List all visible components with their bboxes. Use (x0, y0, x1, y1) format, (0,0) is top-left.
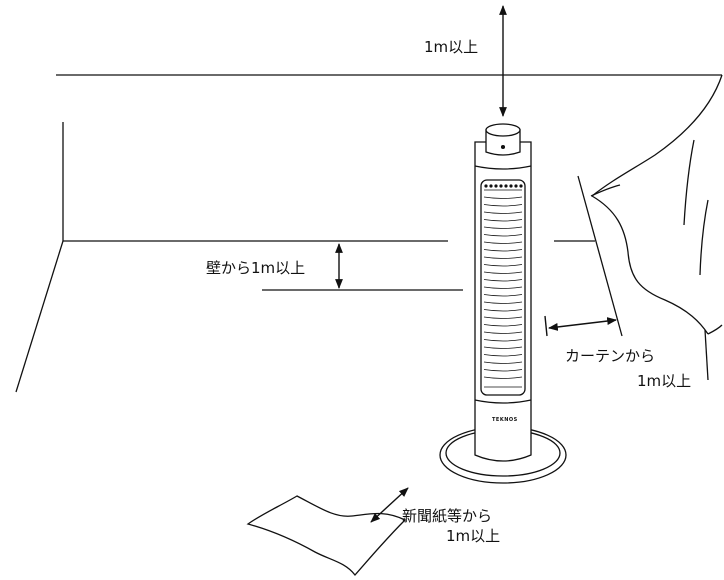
grille-slat (483, 241, 523, 244)
grille-stud (494, 184, 498, 188)
grille-slat (483, 339, 523, 342)
curtain (577, 74, 723, 381)
curtain-clearance-label-line1: カーテンから (565, 347, 656, 365)
grille-studs (484, 184, 523, 188)
curtain-drop-line (577, 175, 623, 337)
grille-stud (489, 184, 493, 188)
grille-slat (483, 279, 523, 282)
grille-slat (483, 331, 523, 334)
grille-slat (483, 204, 523, 207)
heater-top-cap (485, 129, 521, 156)
curtain-hem (591, 195, 709, 335)
curtain-fold-2 (699, 199, 709, 276)
grille-slat (483, 376, 523, 379)
heater-grille-frame (480, 179, 526, 396)
heater-body-band-bottom (474, 399, 532, 404)
grille-slat (483, 309, 523, 312)
tower-heater (439, 123, 567, 484)
grille-stud (499, 184, 503, 188)
grille-slat (483, 271, 523, 274)
top-clearance-label: 1m以上 (424, 38, 479, 56)
grille-slat (483, 219, 523, 222)
grille-slat (483, 226, 523, 229)
grille-slat (483, 346, 523, 349)
floor-left-edge (15, 240, 64, 393)
grille-slat (483, 196, 523, 199)
power-indicator-light (500, 144, 506, 150)
grille-stud (509, 184, 513, 188)
curtain-clearance-tick (544, 315, 548, 337)
grille-slat (483, 361, 523, 364)
grille-slat (483, 256, 523, 259)
grille-slat (483, 234, 523, 237)
curtain-fold-3 (704, 329, 709, 381)
newspaper-sheet (246, 495, 407, 577)
paper-clearance-arrow (370, 487, 409, 523)
grille-stud (514, 184, 518, 188)
room-outline (15, 74, 722, 393)
grille-slat (483, 301, 523, 304)
grille-slat (483, 249, 523, 252)
grille-slat (483, 354, 523, 357)
grille-slat (483, 369, 523, 372)
paper-clearance-label-line2: 1m以上 (446, 527, 501, 545)
grille-slat (483, 211, 523, 214)
grille-stud (484, 184, 488, 188)
grille-slat (483, 294, 523, 297)
curtain-fold-inner (590, 184, 621, 197)
dimension-arrows (335, 5, 617, 523)
paper-clearance-label-line1: 新聞紙等から (402, 507, 493, 525)
grille-slat (483, 264, 523, 267)
curtain-clearance-label-line2: 1m以上 (637, 372, 692, 390)
curtain-clearance-arrow (548, 317, 617, 331)
heater-body-band-top (474, 165, 532, 170)
grille-slat (483, 324, 523, 327)
curtain-hem-end (707, 324, 723, 335)
heater-top-cap-lid (485, 123, 521, 137)
grille-slat (483, 286, 523, 289)
grille-slats (483, 196, 523, 379)
heater-brand-label: TEKNOS (492, 417, 518, 423)
curtain-fold-1 (683, 139, 695, 226)
grille-slat (483, 316, 523, 319)
wall-clearance-label: 壁から1m以上 (206, 259, 306, 277)
grille-stud (504, 184, 508, 188)
curtain-top-fold (591, 74, 723, 197)
grille-stud (519, 184, 523, 188)
